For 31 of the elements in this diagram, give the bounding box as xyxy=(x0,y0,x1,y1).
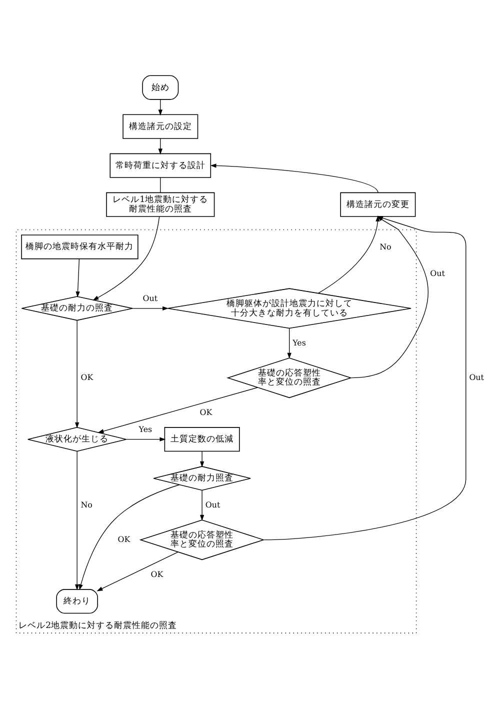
arrow xyxy=(318,215,380,294)
node-box: 構造諸元の変更 xyxy=(340,192,416,216)
node-box: 橋脚の地震時保有水平耐力 xyxy=(21,234,138,259)
arrow xyxy=(158,138,162,154)
arrow xyxy=(92,216,160,300)
node-diamond: 基礎の応答塑性率と変位の照査 xyxy=(139,519,265,560)
node-box: 土質定数の低減 xyxy=(164,426,240,452)
node-box: 常時荷重に対する設計 xyxy=(110,152,212,178)
arrow xyxy=(126,436,166,441)
connector xyxy=(160,176,161,192)
arrow xyxy=(75,320,80,428)
arrow xyxy=(200,450,204,467)
arrow xyxy=(200,490,204,520)
arrow xyxy=(75,450,80,590)
arrow xyxy=(210,163,378,193)
arrow xyxy=(351,215,428,378)
node-diamond: 橋脚躯体が設計地震力に対して十分大きな耐力を有している xyxy=(167,288,412,328)
arrow xyxy=(132,306,169,310)
arrow xyxy=(76,258,80,297)
arrow xyxy=(98,386,258,433)
node-box: レベル1地震動に対する耐震性能の照査 xyxy=(106,192,215,216)
node-box: 始め xyxy=(142,74,179,100)
arrow xyxy=(287,328,292,358)
arrow xyxy=(96,551,178,591)
node-diamond: 基礎の耐力照査 xyxy=(153,466,251,490)
arrow xyxy=(78,484,180,590)
arrow xyxy=(264,216,466,540)
node-box: 終わり xyxy=(56,588,98,614)
arrow xyxy=(158,98,162,116)
node-box: 構造諸元の設定 xyxy=(122,114,198,138)
node-diamond: 基礎の応答塑性率と変位の照査 xyxy=(226,357,352,398)
